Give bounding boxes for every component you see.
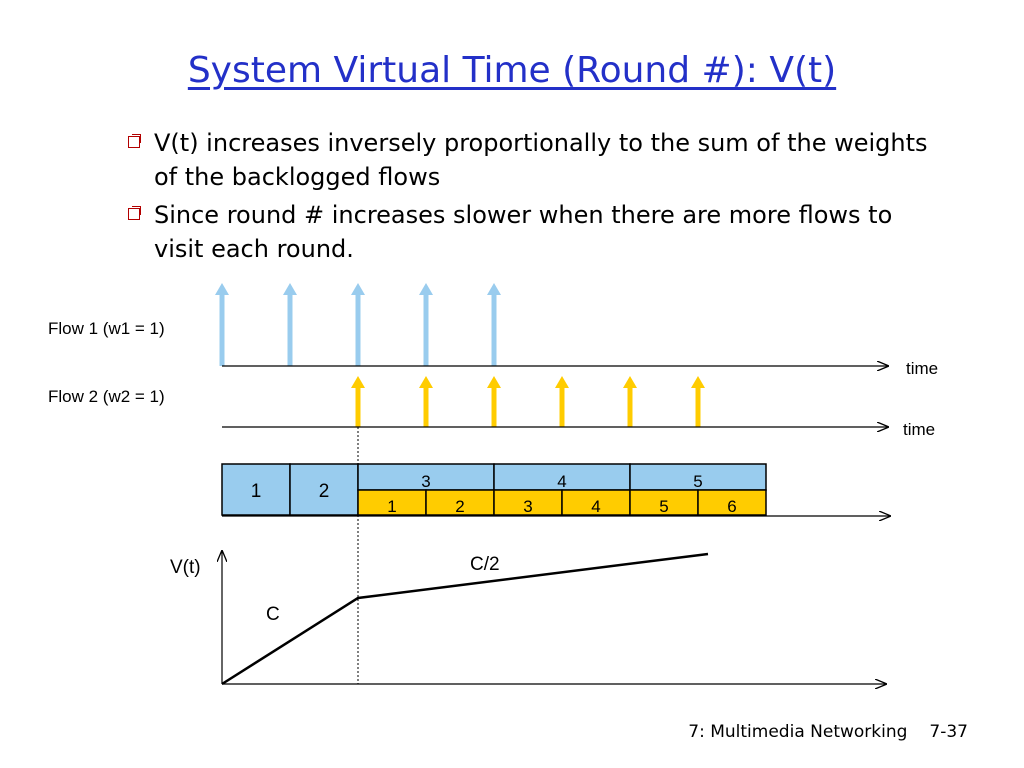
round-cell — [289, 463, 359, 516]
flow2-packet-cell — [493, 489, 563, 516]
bullet-text: V(t) increases inversely proportionally … — [154, 129, 928, 191]
round-cell — [221, 463, 291, 516]
flow2-packet-number: 3 — [523, 497, 532, 516]
bullet-item: Since round # increases slower when ther… — [128, 198, 928, 266]
flow2-packet-number: 5 — [659, 497, 668, 516]
flow2-arrivals — [351, 376, 705, 427]
flow2-arrival-arrow — [555, 376, 569, 427]
flow1-round-number: 4 — [557, 472, 566, 491]
flow2-packet-cell — [697, 489, 767, 516]
bullet-item: V(t) increases inversely proportionally … — [128, 126, 928, 194]
flow2-packet-number: 1 — [387, 497, 396, 516]
flow2-arrival-arrow — [351, 376, 365, 427]
flow1-arrival-arrow — [351, 283, 365, 366]
footer-page-number: 7-37 — [929, 722, 968, 742]
flow1-arrival-arrow — [283, 283, 297, 366]
slope-c2-label: C/2 — [470, 554, 500, 575]
flow1-label: Flow 1 (w1 = 1) — [48, 319, 165, 338]
round-number: 2 — [319, 481, 330, 502]
virtual-time-curve — [221, 552, 709, 686]
flow2-packet-number: 2 — [455, 497, 464, 516]
flow2-arrival-arrow — [691, 376, 705, 427]
flow1-arrivals — [215, 283, 501, 366]
flow1-time-label: time — [906, 359, 938, 378]
flow1-arrival-arrow — [419, 283, 433, 366]
footer-chapter: 7: Multimedia Networking — [688, 722, 908, 742]
flow2-packet-cell — [425, 489, 495, 516]
flow1-round-number: 5 — [693, 472, 702, 491]
flow1-arrival-arrow — [487, 283, 501, 366]
flow2-time-label: time — [903, 420, 935, 439]
flow2-packet-cell — [357, 489, 427, 516]
flow2-arrival-arrow — [623, 376, 637, 427]
flow2-arrival-arrow — [487, 376, 501, 427]
checkbox-bullet-icon — [128, 134, 141, 148]
slope-c-label: C — [266, 604, 280, 625]
service-schedule: 1 2 3 4 5 1 2 3 4 5 6 — [221, 463, 767, 516]
flow2-packet-number: 6 — [727, 497, 736, 516]
graph-y-label: V(t) — [170, 557, 201, 578]
flow2-packet-number: 4 — [591, 497, 600, 516]
slide-title: System Virtual Time (Round #): V(t) — [187, 50, 837, 91]
bullet-text: Since round # increases slower when ther… — [154, 201, 893, 263]
bullet-list: V(t) increases inversely proportionally … — [128, 126, 928, 270]
checkbox-bullet-icon — [128, 206, 141, 220]
flow1-round-cell — [493, 463, 631, 491]
flow1-round-number: 3 — [421, 472, 430, 491]
round-number: 1 — [251, 481, 262, 502]
flow2-arrival-arrow — [419, 376, 433, 427]
slide-footer: 7: Multimedia Networking 7-37 — [688, 722, 968, 742]
flow1-arrival-arrow — [215, 283, 229, 366]
flow2-label: Flow 2 (w2 = 1) — [48, 387, 165, 406]
